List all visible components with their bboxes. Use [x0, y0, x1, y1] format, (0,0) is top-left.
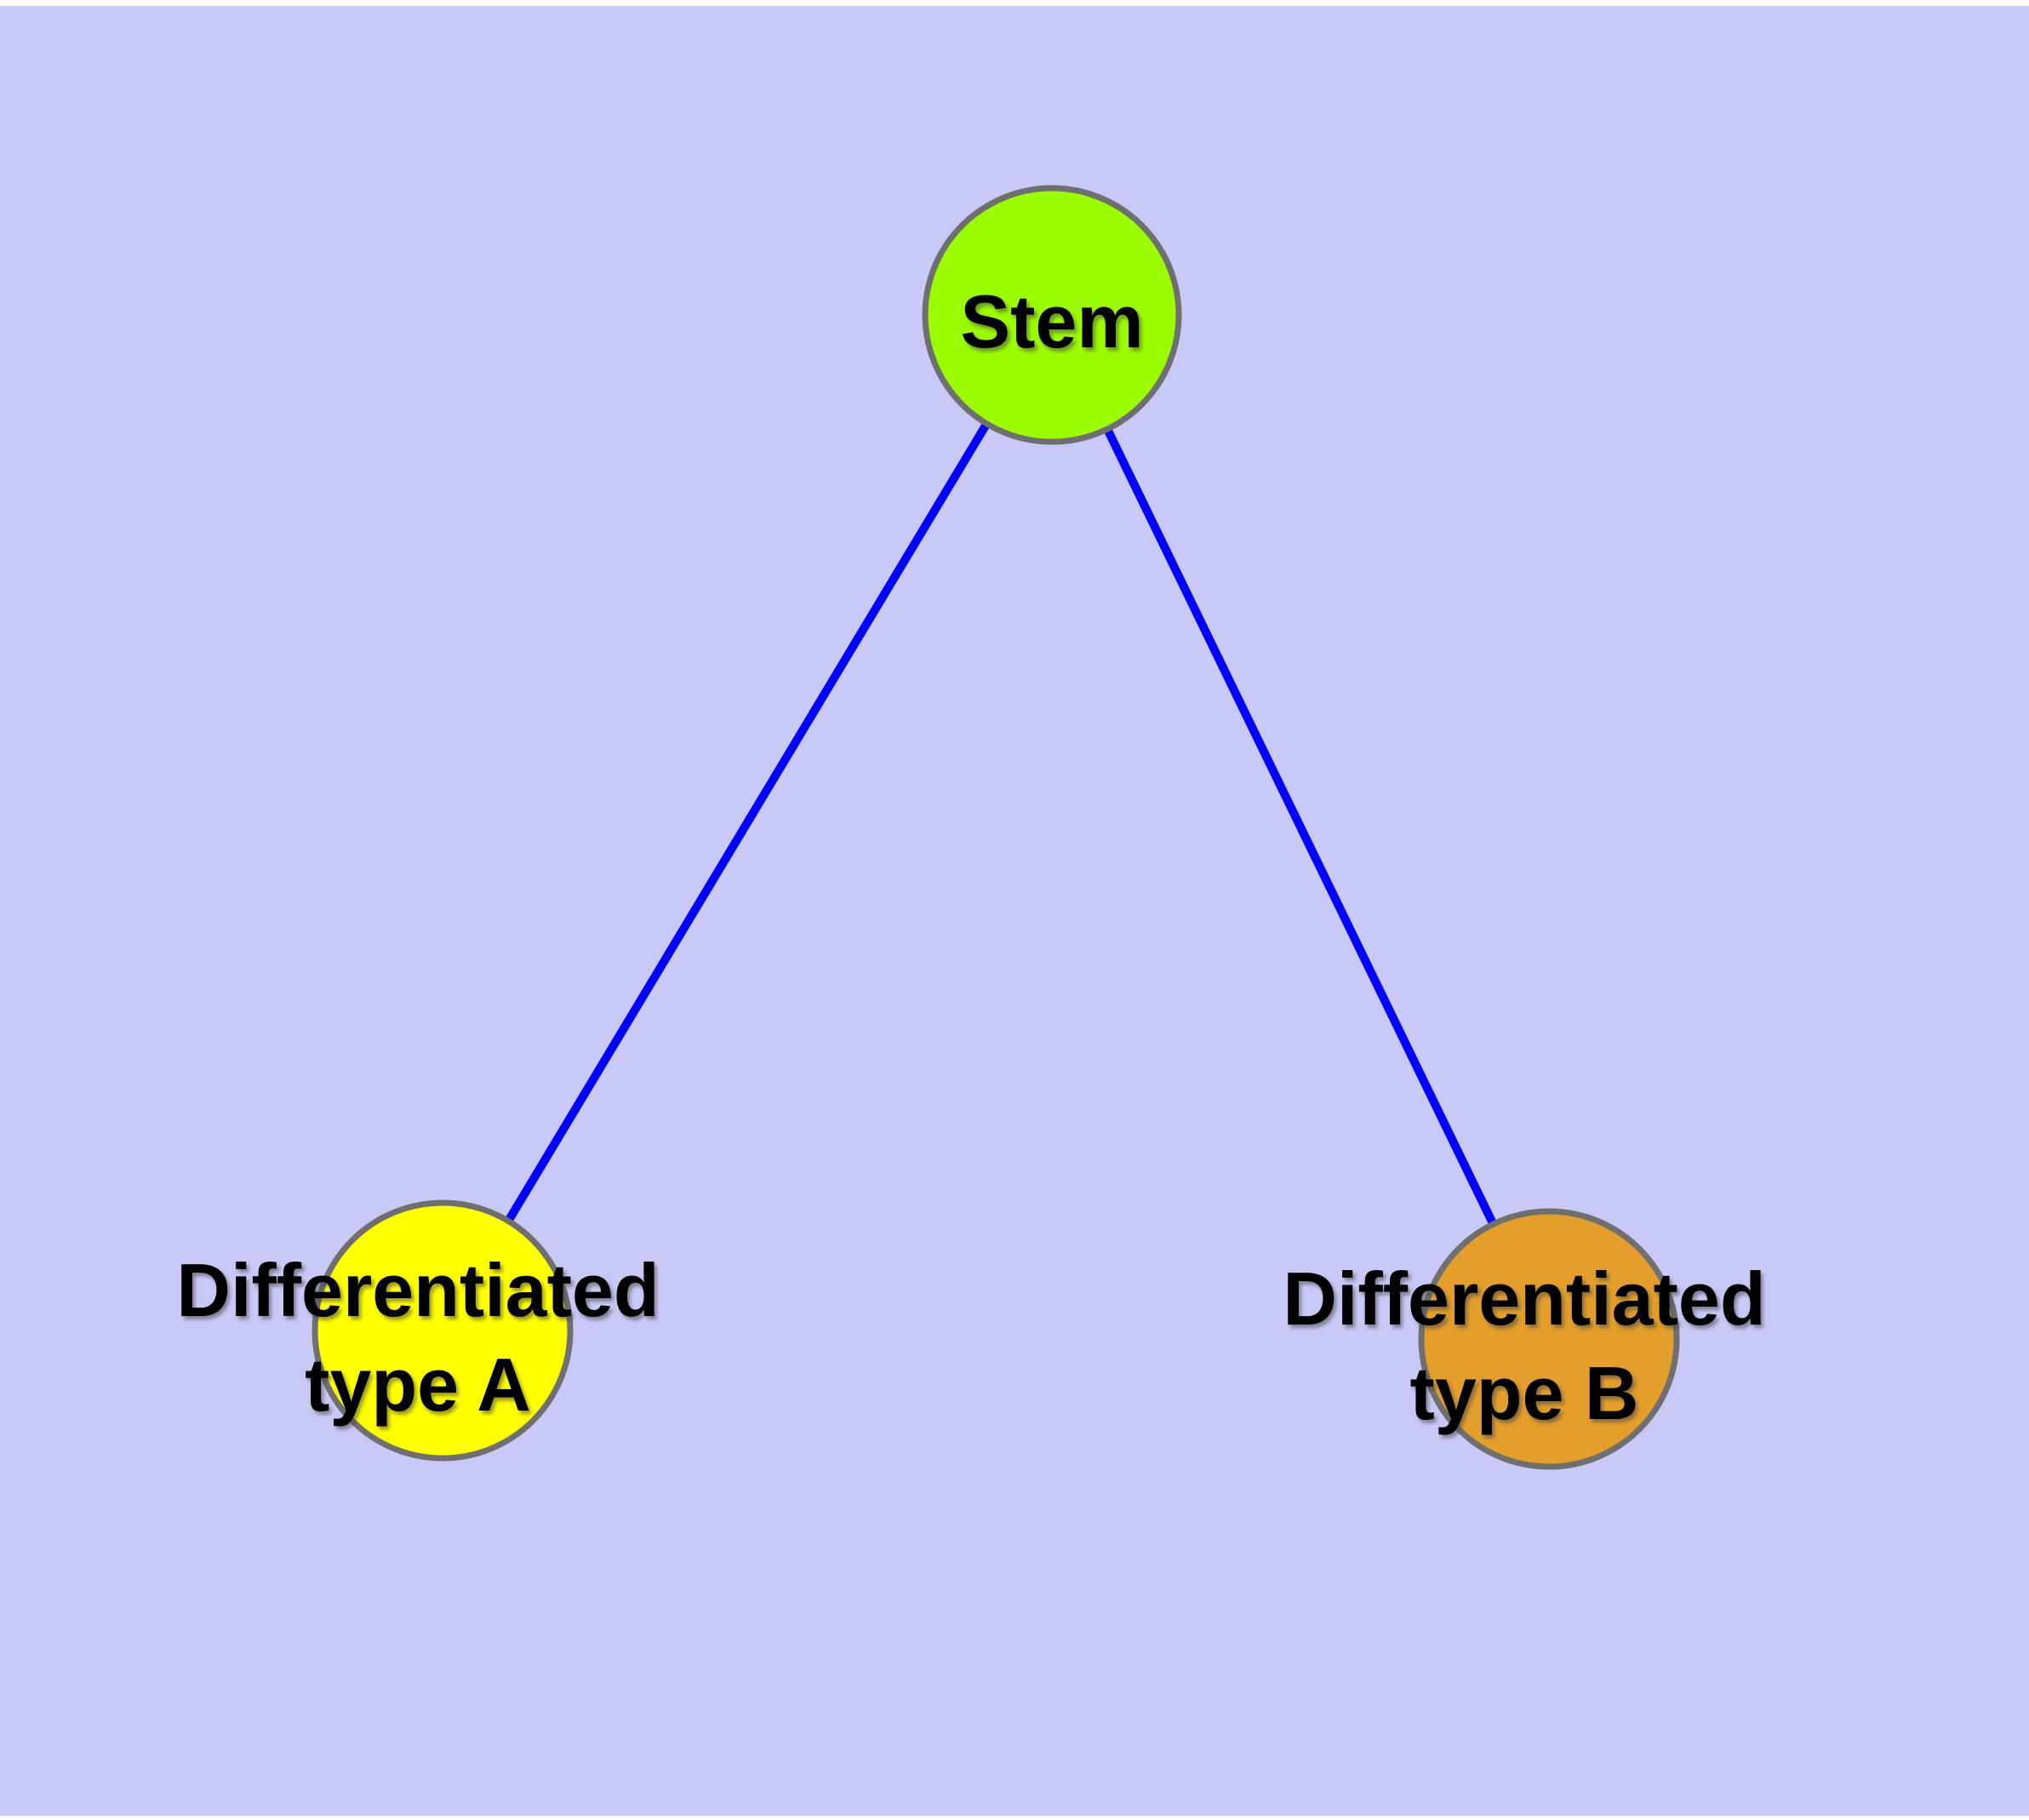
node-stem	[922, 185, 1182, 445]
node-type-a-label-line1: Differentiated	[176, 1248, 659, 1332]
edge-stem-to-type-b	[1048, 312, 1553, 1342]
node-differentiated-type-a	[311, 1199, 574, 1462]
edge-stem-to-type-a	[438, 312, 1056, 1333]
node-type-b-label-line1: Differentiated	[1283, 1256, 1765, 1341]
node-differentiated-type-b	[1418, 1208, 1680, 1470]
node-type-a-label-line2: type A	[305, 1342, 531, 1427]
node-type-b-label-line2: type B	[1410, 1351, 1639, 1435]
node-stem-label: Stem	[960, 279, 1143, 363]
